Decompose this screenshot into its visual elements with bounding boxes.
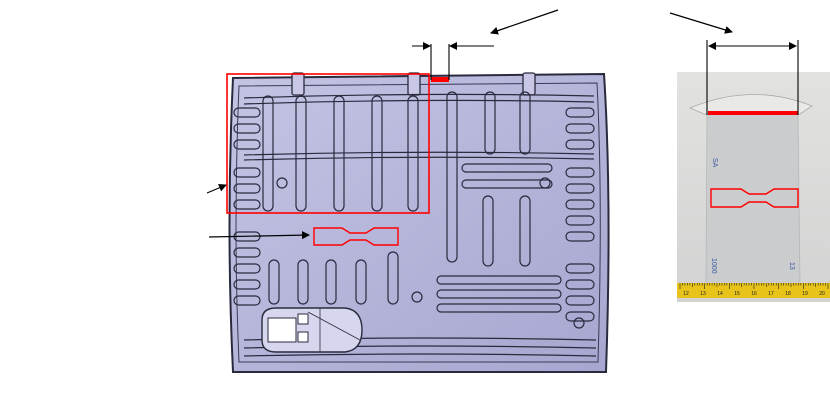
arrow-to-region [206, 184, 227, 194]
photo-ruler [677, 283, 830, 298]
dimension-photo [706, 40, 799, 115]
photo-mark-bottom-right: 13 [788, 262, 795, 270]
photo-mark-bottom-left: 1000 [710, 258, 717, 274]
arrow-to-photo [669, 12, 733, 34]
arrow-to-edge [490, 9, 559, 35]
specimen-photo: SA 1000 13 12 13 14 15 16 17 18 19 20 [677, 72, 830, 302]
latch-pocket [261, 307, 363, 353]
photo-plate [705, 111, 801, 287]
ruler-number: 14 [717, 291, 723, 297]
arrow-to-specimen [208, 231, 310, 240]
hinge-tab-mid [407, 72, 421, 96]
edge-mark-cad [431, 77, 449, 82]
leader-arrows [206, 9, 733, 240]
specimen-outline-cad [313, 227, 399, 246]
hinge-tab-left [291, 72, 305, 96]
ruler-number: 15 [734, 291, 740, 297]
edge-mark-photo [708, 111, 798, 115]
part-rim [235, 82, 601, 363]
ruler-number: 17 [768, 291, 774, 297]
ruler-ticks [679, 283, 829, 289]
specimen-outline-photo [710, 188, 799, 208]
photo-mark-top-left: SA [711, 158, 718, 168]
ruler-number: 12 [683, 291, 689, 297]
ruler-number: 16 [751, 291, 757, 297]
ruler-number: 18 [785, 291, 791, 297]
dimension-cad [412, 42, 494, 80]
ruler-number: 19 [802, 291, 808, 297]
ruler-numbers: 12 13 14 15 16 17 18 19 20 [683, 291, 825, 297]
cad-part [226, 72, 610, 373]
ruler-number: 20 [819, 291, 825, 297]
photo-top-fixture [688, 94, 813, 115]
region-highlight-box [226, 73, 430, 214]
ruler-number: 13 [700, 291, 706, 297]
